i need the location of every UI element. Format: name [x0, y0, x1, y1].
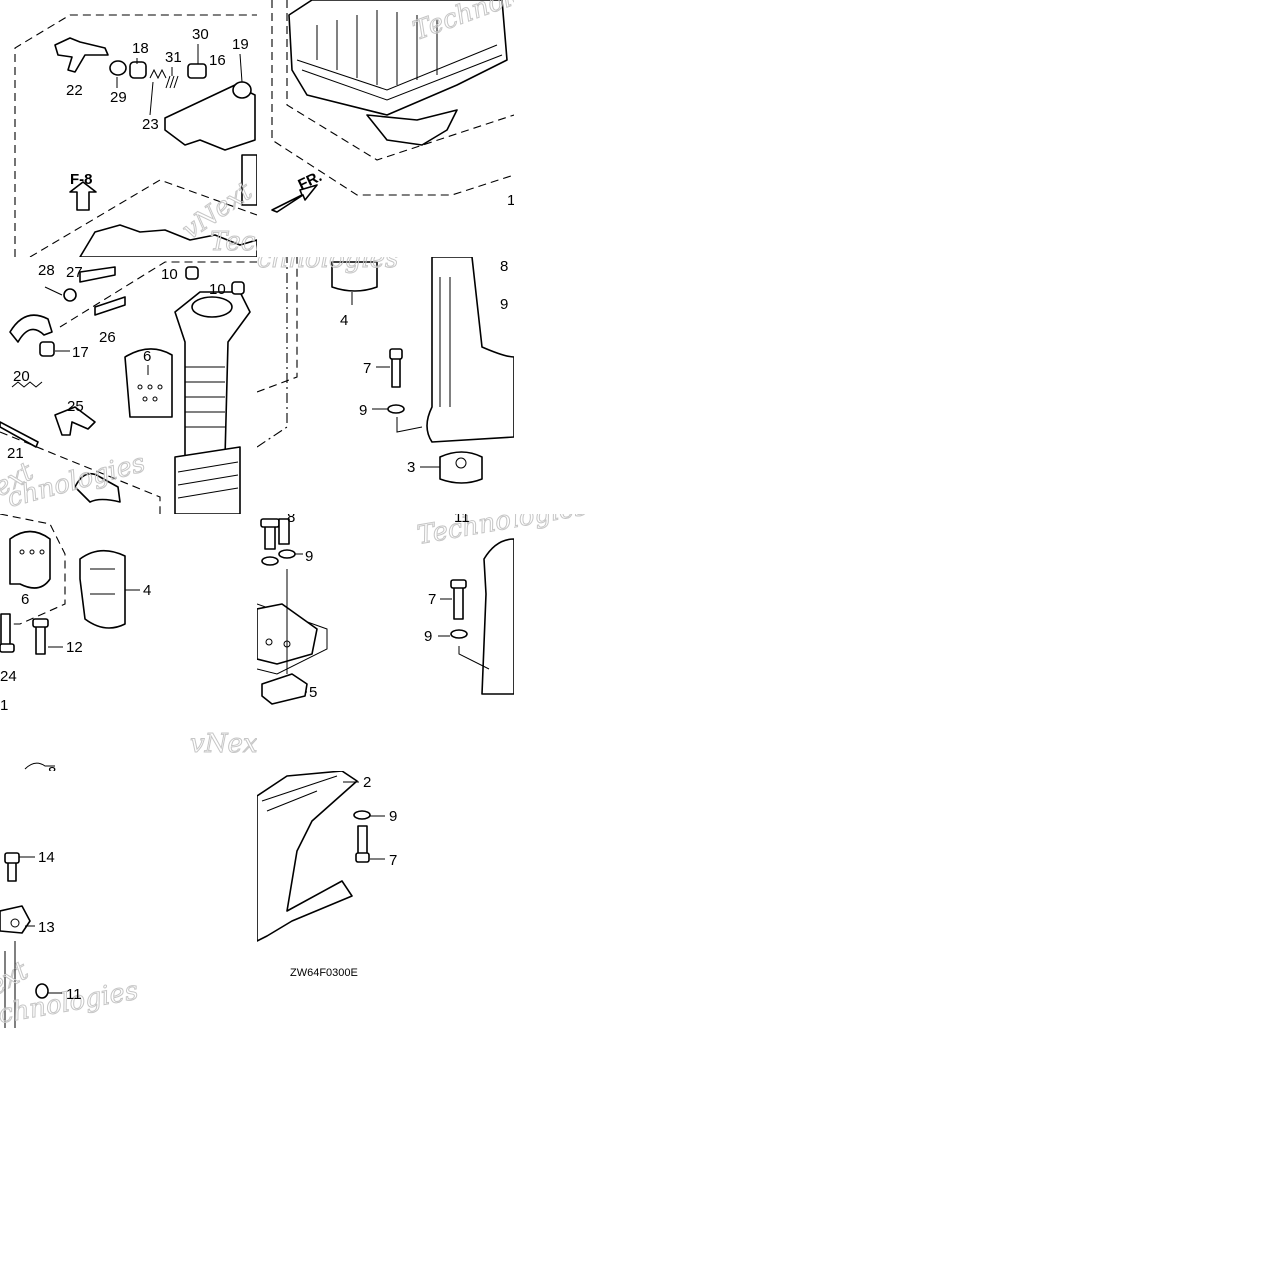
callout: 14	[38, 849, 55, 866]
callout: 27	[66, 264, 83, 281]
rubber-mount	[331, 261, 378, 292]
callout: 9	[305, 548, 313, 565]
callout: 6	[21, 591, 29, 608]
callout: 7	[363, 360, 371, 377]
callout: 7	[389, 852, 397, 869]
spacer-part	[261, 673, 308, 705]
bushing-part	[9, 530, 51, 589]
callout: 10	[161, 266, 178, 283]
callout: 1	[0, 697, 8, 714]
callout: 17	[72, 344, 89, 361]
callout: 6	[143, 348, 151, 365]
callout: 8	[287, 514, 295, 526]
callout: 11	[454, 514, 470, 526]
tile-lower-bracket: 2 9 7 ZW64F0300E	[257, 771, 514, 1028]
tile-extension: Technologies 11 7 9	[514, 514, 771, 771]
callout: 9	[389, 808, 397, 825]
control-lever	[54, 37, 109, 73]
tile-swivel: ext chnologies 28 27 10 10 26 17 6 20 25…	[0, 257, 257, 514]
callout: 10	[209, 281, 226, 298]
extension-case	[481, 538, 514, 695]
watermark: chnologies	[257, 257, 398, 274]
callout: 24	[0, 668, 17, 685]
callout: 9	[359, 402, 367, 419]
callout: 13	[38, 919, 55, 936]
callout: 30	[192, 26, 209, 43]
clamp-part	[79, 549, 126, 629]
bushing-part	[124, 348, 173, 418]
callout: 21	[7, 445, 24, 462]
callout: 22	[66, 82, 83, 99]
tile-mount-case: chnologies 4 8 9 7 9 3	[257, 257, 514, 514]
tile-engine-case: Technologies FR. 1	[257, 0, 514, 257]
lower-bracket	[257, 771, 358, 942]
callout: 20	[13, 368, 30, 385]
watermark: Technologies	[514, 514, 590, 551]
callout: 12	[66, 639, 83, 656]
tile-clamp-set: vNext 6 4 12 24 1 8	[0, 514, 257, 771]
arrow-up-icon	[69, 181, 97, 211]
callout: 7	[428, 591, 436, 608]
callout: 1	[507, 192, 514, 209]
callout: 3	[407, 459, 415, 476]
callout: 9	[424, 628, 432, 645]
callout: 11	[66, 986, 82, 1003]
callout: 29	[110, 89, 127, 106]
callout: 9	[500, 296, 508, 313]
watermark: vNext	[190, 729, 257, 759]
front-arrow-icon	[271, 184, 318, 213]
callout: 19	[232, 36, 249, 53]
callout: 8	[500, 258, 508, 275]
callout: 25	[67, 398, 84, 415]
swivel-shaft	[174, 291, 251, 458]
callout: 4	[143, 582, 151, 599]
tile-lever: ext chnologies 14 13 11	[0, 771, 257, 1028]
callout: 31	[165, 49, 182, 66]
callout: 28	[38, 262, 55, 279]
tile-linkage: vNext Technologies F-8 22 29 18 23 31 30…	[0, 0, 257, 257]
arrow-label-f8: F-8	[70, 171, 93, 188]
watermark: chnologies	[4, 448, 148, 514]
engine-case	[288, 0, 508, 116]
callout: 26	[99, 329, 116, 346]
diagram-code: ZW64F0300E	[290, 967, 358, 979]
callout: 23	[142, 116, 159, 133]
callout: 18	[132, 40, 149, 57]
callout: 5	[309, 684, 317, 701]
watermark: Technologies	[210, 227, 257, 257]
callout: 8	[48, 764, 56, 771]
callout: 16	[209, 52, 226, 69]
tile-extension-case: Techno 11 7 9	[414, 514, 514, 771]
callout: 2	[363, 774, 371, 791]
callout: 4	[340, 312, 348, 329]
